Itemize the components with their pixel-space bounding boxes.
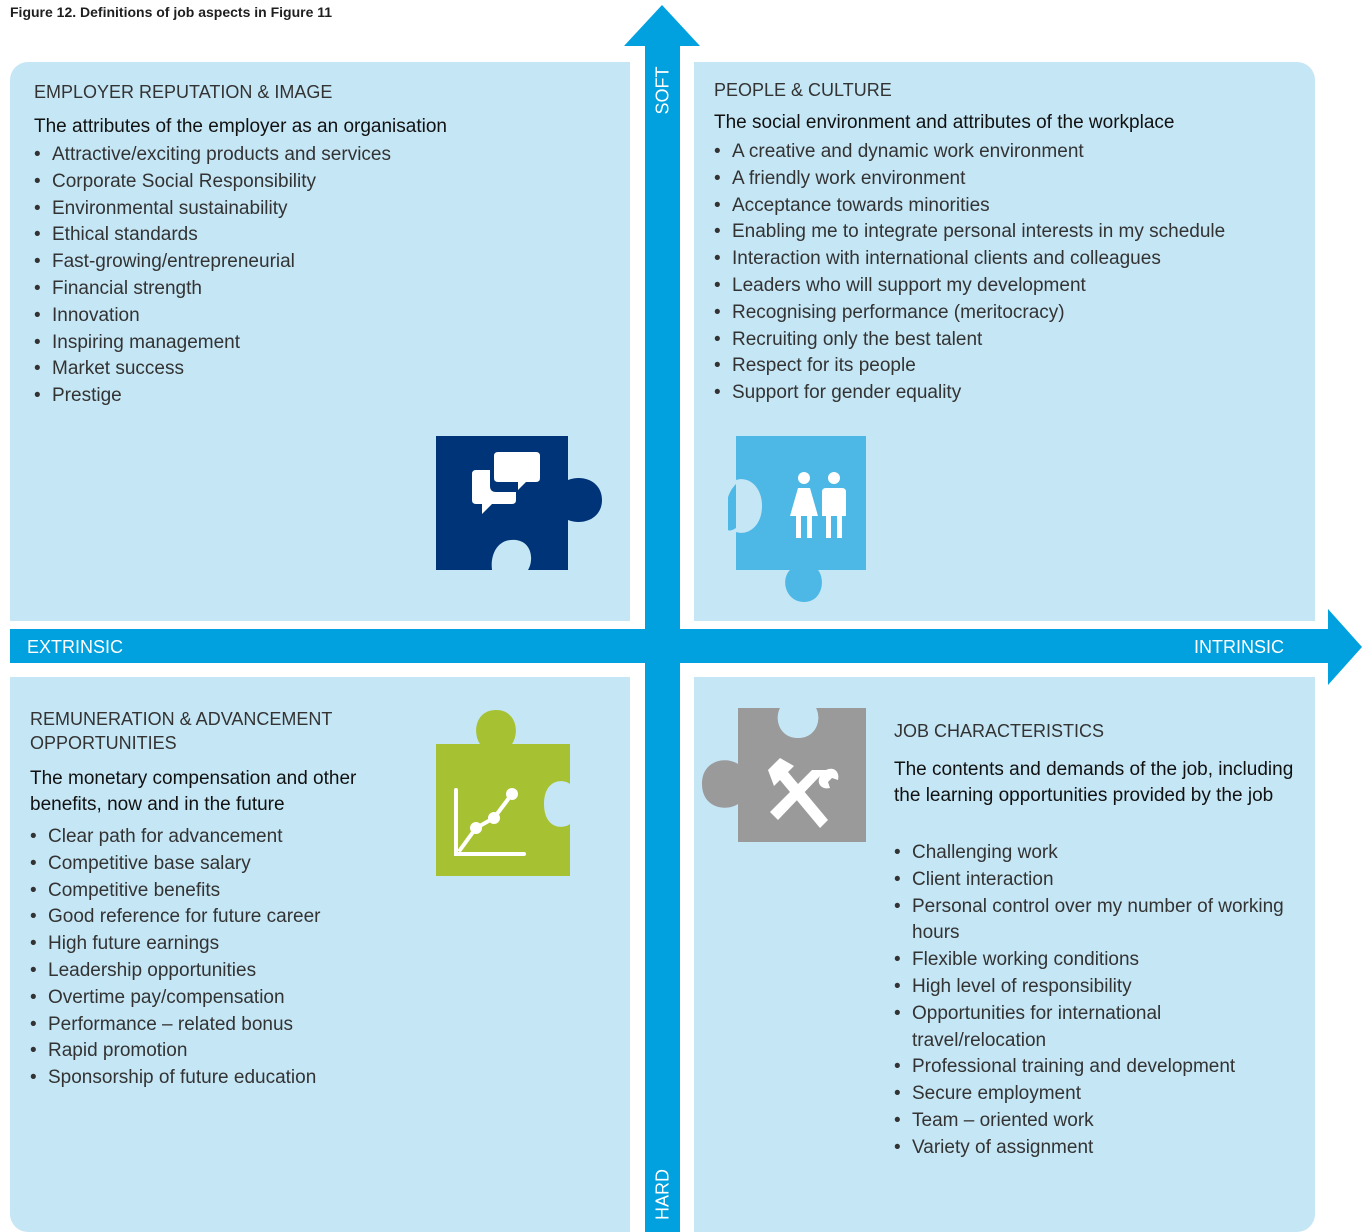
axis-label-intrinsic: INTRINSIC bbox=[1194, 637, 1284, 657]
aspect-list: Challenging work Client interaction Pers… bbox=[894, 840, 1294, 1162]
growth-chart-icon bbox=[454, 788, 526, 856]
list-item: Secure employment bbox=[894, 1081, 1294, 1108]
category-title: REMUNERATION & ADVANCEMENT OPPORTUNITIES bbox=[30, 709, 333, 753]
category-subtitle: The contents and demands of the job, inc… bbox=[894, 759, 1294, 806]
category-title: PEOPLE & CULTURE bbox=[714, 80, 892, 100]
list-item: Attractive/exciting products and service… bbox=[34, 142, 614, 169]
list-item: Leaders who will support my development bbox=[714, 273, 1304, 300]
list-item: Corporate Social Responsibility bbox=[34, 169, 614, 196]
list-item: Sponsorship of future education bbox=[30, 1065, 420, 1092]
list-item: Enabling me to integrate personal intere… bbox=[714, 219, 1304, 246]
list-item: Financial strength bbox=[34, 276, 614, 303]
list-item: Environmental sustainability bbox=[34, 196, 614, 223]
list-item: Competitive base salary bbox=[30, 851, 420, 878]
puzzle-piece-reputation bbox=[436, 436, 602, 570]
aspect-list: A creative and dynamic work environment … bbox=[714, 139, 1304, 407]
list-item: Prestige bbox=[34, 383, 614, 410]
list-item: Variety of assignment bbox=[894, 1135, 1294, 1162]
list-item: Personal control over my number of worki… bbox=[894, 894, 1294, 948]
list-item: Leadership opportunities bbox=[30, 958, 420, 985]
list-item: Ethical standards bbox=[34, 222, 614, 249]
category-title: EMPLOYER REPUTATION & IMAGE bbox=[34, 82, 333, 102]
list-item: Good reference for future career bbox=[30, 904, 420, 931]
list-item: Recognising performance (meritocracy) bbox=[714, 300, 1304, 327]
category-subtitle: The social environment and attributes of… bbox=[714, 112, 1175, 133]
puzzle-piece-job bbox=[702, 708, 866, 842]
list-item: Rapid promotion bbox=[30, 1038, 420, 1065]
category-title: JOB CHARACTERISTICS bbox=[894, 721, 1105, 741]
axis-label-hard: HARD bbox=[652, 1169, 673, 1221]
aspect-list: Clear path for advancement Competitive b… bbox=[30, 824, 420, 1092]
list-item: Innovation bbox=[34, 303, 614, 330]
puzzle-piece-remuneration bbox=[436, 710, 570, 876]
category-subtitle: The monetary compensation and other bene… bbox=[30, 768, 357, 815]
horizontal-axis-bar bbox=[10, 629, 1328, 663]
list-item: Challenging work bbox=[894, 840, 1294, 867]
list-item: Opportunities for international travel/r… bbox=[894, 1001, 1294, 1055]
list-item: Recruiting only the best talent bbox=[714, 327, 1304, 354]
list-item: Acceptance towards minorities bbox=[714, 193, 1304, 220]
list-item: Support for gender equality bbox=[714, 380, 1304, 407]
list-item: A creative and dynamic work environment bbox=[714, 139, 1304, 166]
list-item: Performance – related bonus bbox=[30, 1012, 420, 1039]
aspect-list: Attractive/exciting products and service… bbox=[34, 142, 614, 410]
axis-label-extrinsic: EXTRINSIC bbox=[27, 637, 124, 657]
list-item: Flexible working conditions bbox=[894, 947, 1294, 974]
puzzle-piece-people bbox=[728, 436, 866, 602]
list-item: Competitive benefits bbox=[30, 878, 420, 905]
category-subtitle: The attributes of the employer as an org… bbox=[34, 116, 447, 137]
figure-title: Figure 12. Definitions of job aspects in… bbox=[10, 4, 333, 20]
list-item: Professional training and development bbox=[894, 1054, 1294, 1081]
list-item: High future earnings bbox=[30, 931, 420, 958]
list-item: Market success bbox=[34, 356, 614, 383]
list-item: Fast-growing/entrepreneurial bbox=[34, 249, 614, 276]
right-arrow-icon bbox=[1328, 609, 1362, 685]
list-item: Overtime pay/compensation bbox=[30, 985, 420, 1012]
speech-bubbles-icon bbox=[472, 452, 540, 514]
list-item: Team – oriented work bbox=[894, 1108, 1294, 1135]
list-item: Interaction with international clients a… bbox=[714, 246, 1304, 273]
axis-label-soft: SOFT bbox=[652, 66, 673, 115]
list-item: High level of responsibility bbox=[894, 974, 1294, 1001]
hammer-wrench-icon bbox=[768, 758, 839, 828]
list-item: Clear path for advancement bbox=[30, 824, 420, 851]
up-arrow-icon bbox=[624, 5, 700, 46]
list-item: Inspiring management bbox=[34, 330, 614, 357]
people-icon bbox=[790, 472, 846, 538]
list-item: Client interaction bbox=[894, 867, 1294, 894]
list-item: A friendly work environment bbox=[714, 166, 1304, 193]
list-item: Respect for its people bbox=[714, 353, 1304, 380]
